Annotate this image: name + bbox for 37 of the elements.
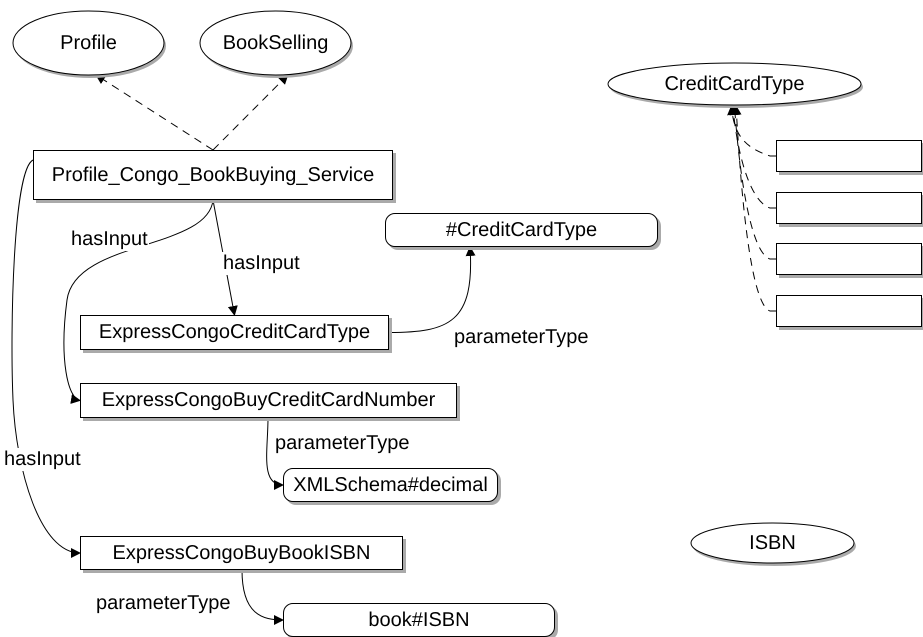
instance-box	[776, 192, 922, 224]
instance-box	[776, 295, 922, 327]
edge-label: parameterType	[95, 592, 232, 615]
node-label: BookSelling	[222, 32, 328, 54]
arrow	[12, 160, 81, 556]
dashed-arrow	[730, 105, 776, 260]
instance-box	[776, 243, 922, 275]
class-ellipse	[12, 10, 165, 76]
instance-box	[80, 536, 403, 570]
node-label: Profile_Congo_BookBuying_Service	[52, 164, 374, 186]
node-label: ISBN	[749, 532, 796, 554]
node-label: ExpressCongoBuyCreditCardNumber	[102, 389, 436, 412]
type-box	[283, 468, 498, 502]
node-label: book#ISBN	[368, 608, 470, 632]
instance-box	[776, 140, 922, 172]
type-box	[283, 603, 555, 637]
node-label: ExpressCongoCreditCardType	[98, 321, 370, 344]
node-label: XMLSchema#decimal	[293, 474, 488, 496]
node-label: #CreditCardType	[446, 218, 598, 242]
instance-box	[80, 315, 389, 350]
dashed-arrow	[732, 105, 776, 312]
type-box	[385, 213, 658, 247]
edge-label: hasInput	[3, 448, 82, 471]
node-label: Profile	[60, 32, 117, 54]
class-ellipse	[199, 10, 352, 76]
dashed-arrow	[727, 105, 776, 156]
dashed-arrow	[728, 105, 776, 208]
node-label: CreditCardType	[664, 72, 805, 96]
edge-label: hasInput	[70, 228, 149, 251]
instance-box	[80, 383, 457, 418]
class-ellipse	[607, 62, 862, 106]
node-label: ExpressCongoBuyBookISBN	[112, 542, 370, 564]
class-ellipse	[690, 522, 855, 564]
edge-label: parameterType	[453, 326, 590, 349]
instance-box	[33, 150, 393, 200]
edge-label: hasInput	[222, 252, 301, 275]
edge-label: parameterType	[274, 432, 411, 455]
